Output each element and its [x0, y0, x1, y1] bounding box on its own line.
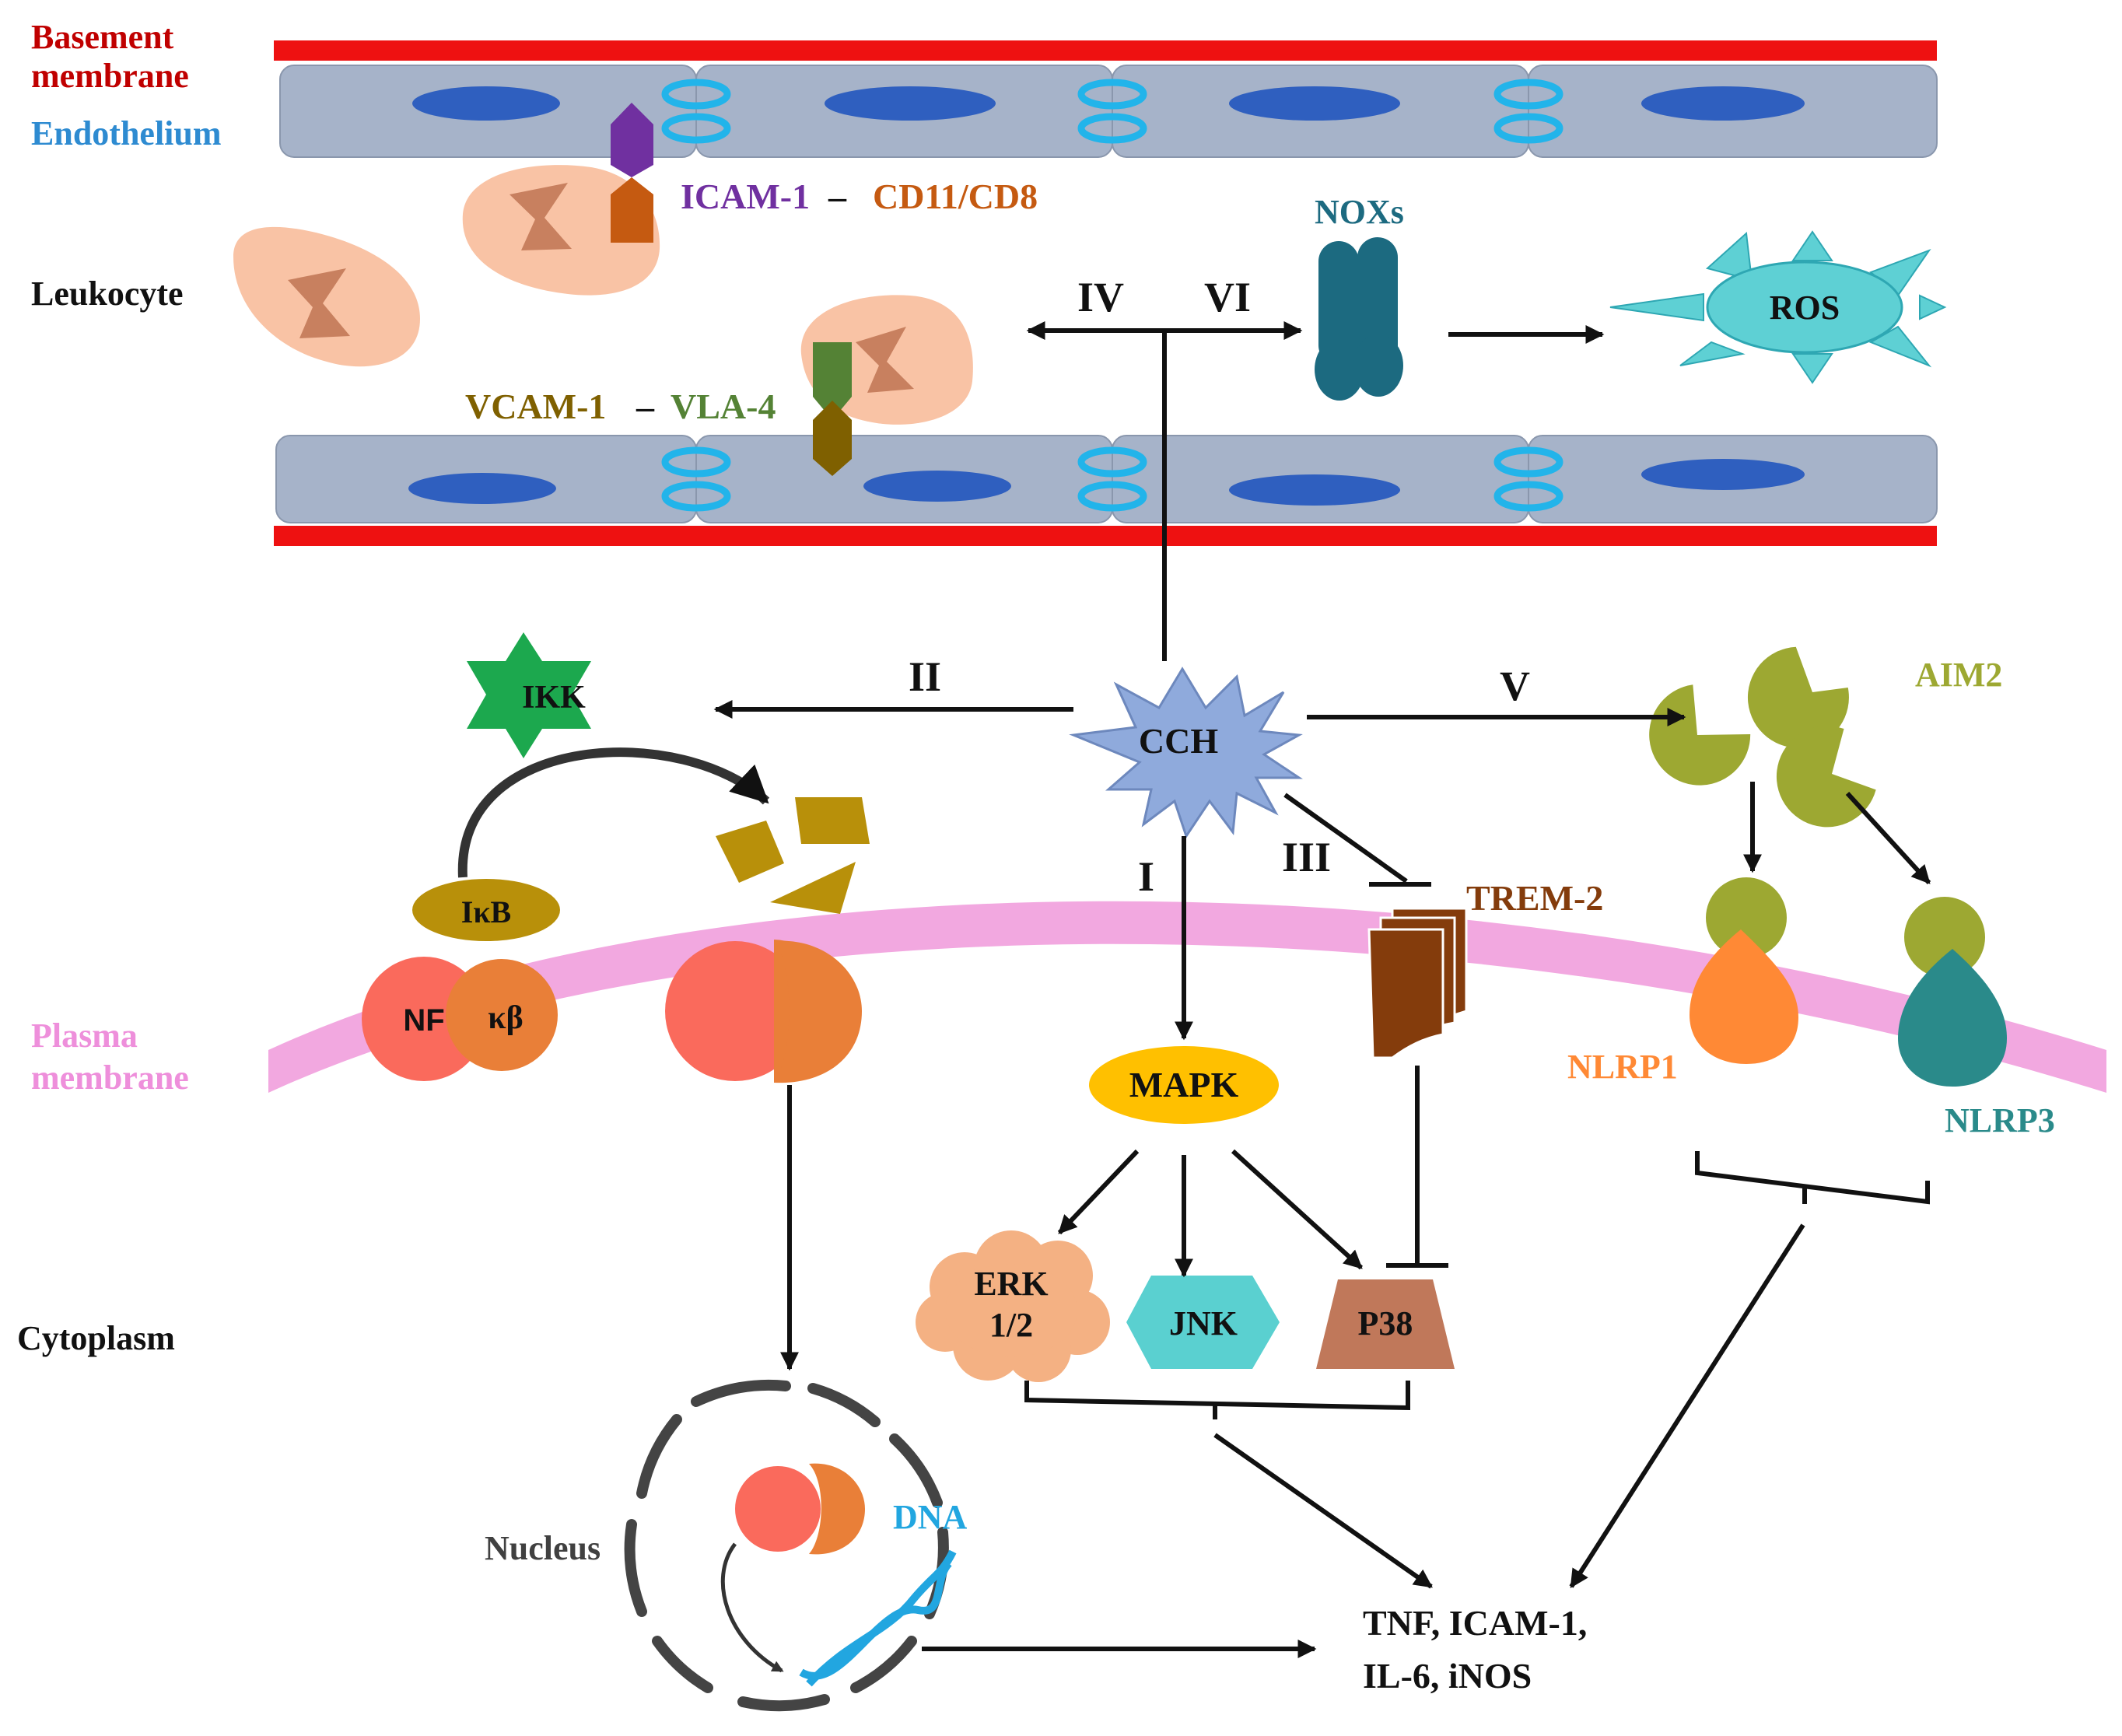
vcam-dash: – — [636, 387, 655, 426]
nuclear-curved-arrow — [720, 1542, 784, 1673]
endothelial-nucleus — [1229, 474, 1400, 506]
vla4-label: VLA-4 — [671, 387, 776, 426]
mapk-node — [1089, 1046, 1279, 1124]
noxs-label: NOXs — [1315, 193, 1404, 231]
nox-complex — [1315, 237, 1403, 401]
endothelial-nucleus — [1229, 86, 1400, 121]
nucleus-label: Nucleus — [485, 1529, 601, 1567]
dna-label: DNA — [893, 1498, 968, 1536]
vessel-top — [274, 40, 1938, 158]
endothelial-nucleus — [1641, 86, 1805, 121]
ikk-star — [467, 632, 591, 758]
icam1-label: ICAM-1 — [681, 177, 810, 216]
cch-label: CCH — [1139, 721, 1218, 761]
output-genes-line2: IL-6, iNOS — [1363, 1656, 1532, 1696]
ros-burst — [1609, 230, 1947, 384]
erk-label-2: 1/2 — [989, 1306, 1033, 1344]
cd11-cd8-label: CD11/CD8 — [873, 177, 1038, 216]
pathway-i-label: I — [1138, 853, 1154, 900]
basement-membrane-label-2: membrane — [31, 57, 189, 95]
pathway-ii-label: II — [909, 653, 941, 700]
nfkb-free-orange — [774, 940, 862, 1083]
basement-membrane-top — [274, 40, 1937, 61]
ros-label: ROS — [1770, 289, 1840, 327]
dna-helix-strand — [806, 1549, 957, 1687]
endothelium-label: Endothelium — [31, 114, 222, 152]
nfkb-nuclear-half — [809, 1463, 865, 1555]
endothelial-nucleus — [1641, 459, 1805, 490]
nlrp3-inflammasome — [1898, 949, 2007, 1087]
arrows — [457, 321, 1931, 1658]
p38-trapezoid — [1316, 1279, 1455, 1369]
nlrp1-label: NLRP1 — [1567, 1048, 1678, 1086]
icam-dash: – — [828, 177, 847, 216]
nf-label: NF — [403, 1003, 444, 1038]
pathway-iii-label: III — [1282, 834, 1331, 880]
trem2-label: TREM-2 — [1466, 878, 1603, 918]
nlrp3-label: NLRP3 — [1945, 1101, 2055, 1139]
endothelial-nucleus — [825, 86, 996, 121]
p38-label: P38 — [1358, 1304, 1413, 1342]
pathway-vi-label: VI — [1204, 274, 1251, 320]
leukocyte-1 — [233, 226, 420, 367]
endothelial-nucleus — [412, 86, 560, 121]
kb-subunit — [446, 959, 558, 1071]
jnk-hexagon — [1126, 1276, 1280, 1369]
nfkb-nuclear — [735, 1466, 821, 1552]
icam1-cd11-receptor — [611, 103, 653, 243]
endothelial-nucleus — [408, 473, 556, 504]
aim2-label: AIM2 — [1915, 656, 2002, 694]
aim2-complex — [1649, 646, 1876, 828]
leukocyte-label: Leukocyte — [31, 275, 184, 313]
erk-cloud — [916, 1230, 1110, 1382]
pathway-v-label: V — [1500, 663, 1530, 709]
jnk-label: JNK — [1169, 1304, 1238, 1342]
output-genes-line1: TNF, ICAM-1, — [1363, 1603, 1587, 1643]
plasma-membrane-label-2: membrane — [31, 1059, 189, 1097]
basement-membrane-bottom — [274, 526, 1937, 546]
vcam1-vla4-receptor — [813, 342, 852, 476]
basement-membrane-label: Basement — [31, 18, 174, 56]
plasma-membrane-label: Plasma — [31, 1017, 138, 1055]
pathway-iv-label: IV — [1077, 274, 1124, 320]
aim2-bound-nlrp3 — [1904, 897, 1985, 978]
ikb-fragments — [716, 797, 870, 914]
nfkb-free — [665, 941, 805, 1081]
cch-starburst — [1069, 667, 1303, 839]
vessel-bottom — [274, 435, 1938, 546]
aim2-bound-nlrp1 — [1706, 877, 1787, 958]
ikb-label: IκB — [461, 894, 511, 929]
leukocyte-2 — [462, 165, 660, 296]
erk-label: ERK — [974, 1265, 1048, 1303]
kb-label: κβ — [488, 1000, 523, 1036]
cytoplasm-label: Cytoplasm — [17, 1319, 175, 1357]
ikb-protein — [412, 879, 560, 941]
vcam1-label: VCAM-1 — [465, 387, 606, 426]
mapk-label: MAPK — [1129, 1065, 1239, 1104]
endothelial-nucleus — [863, 471, 1011, 502]
ikk-label: IKK — [522, 680, 586, 716]
trem2-receptor — [1367, 907, 1468, 1059]
nlrp1-inflammasome — [1690, 929, 1798, 1064]
